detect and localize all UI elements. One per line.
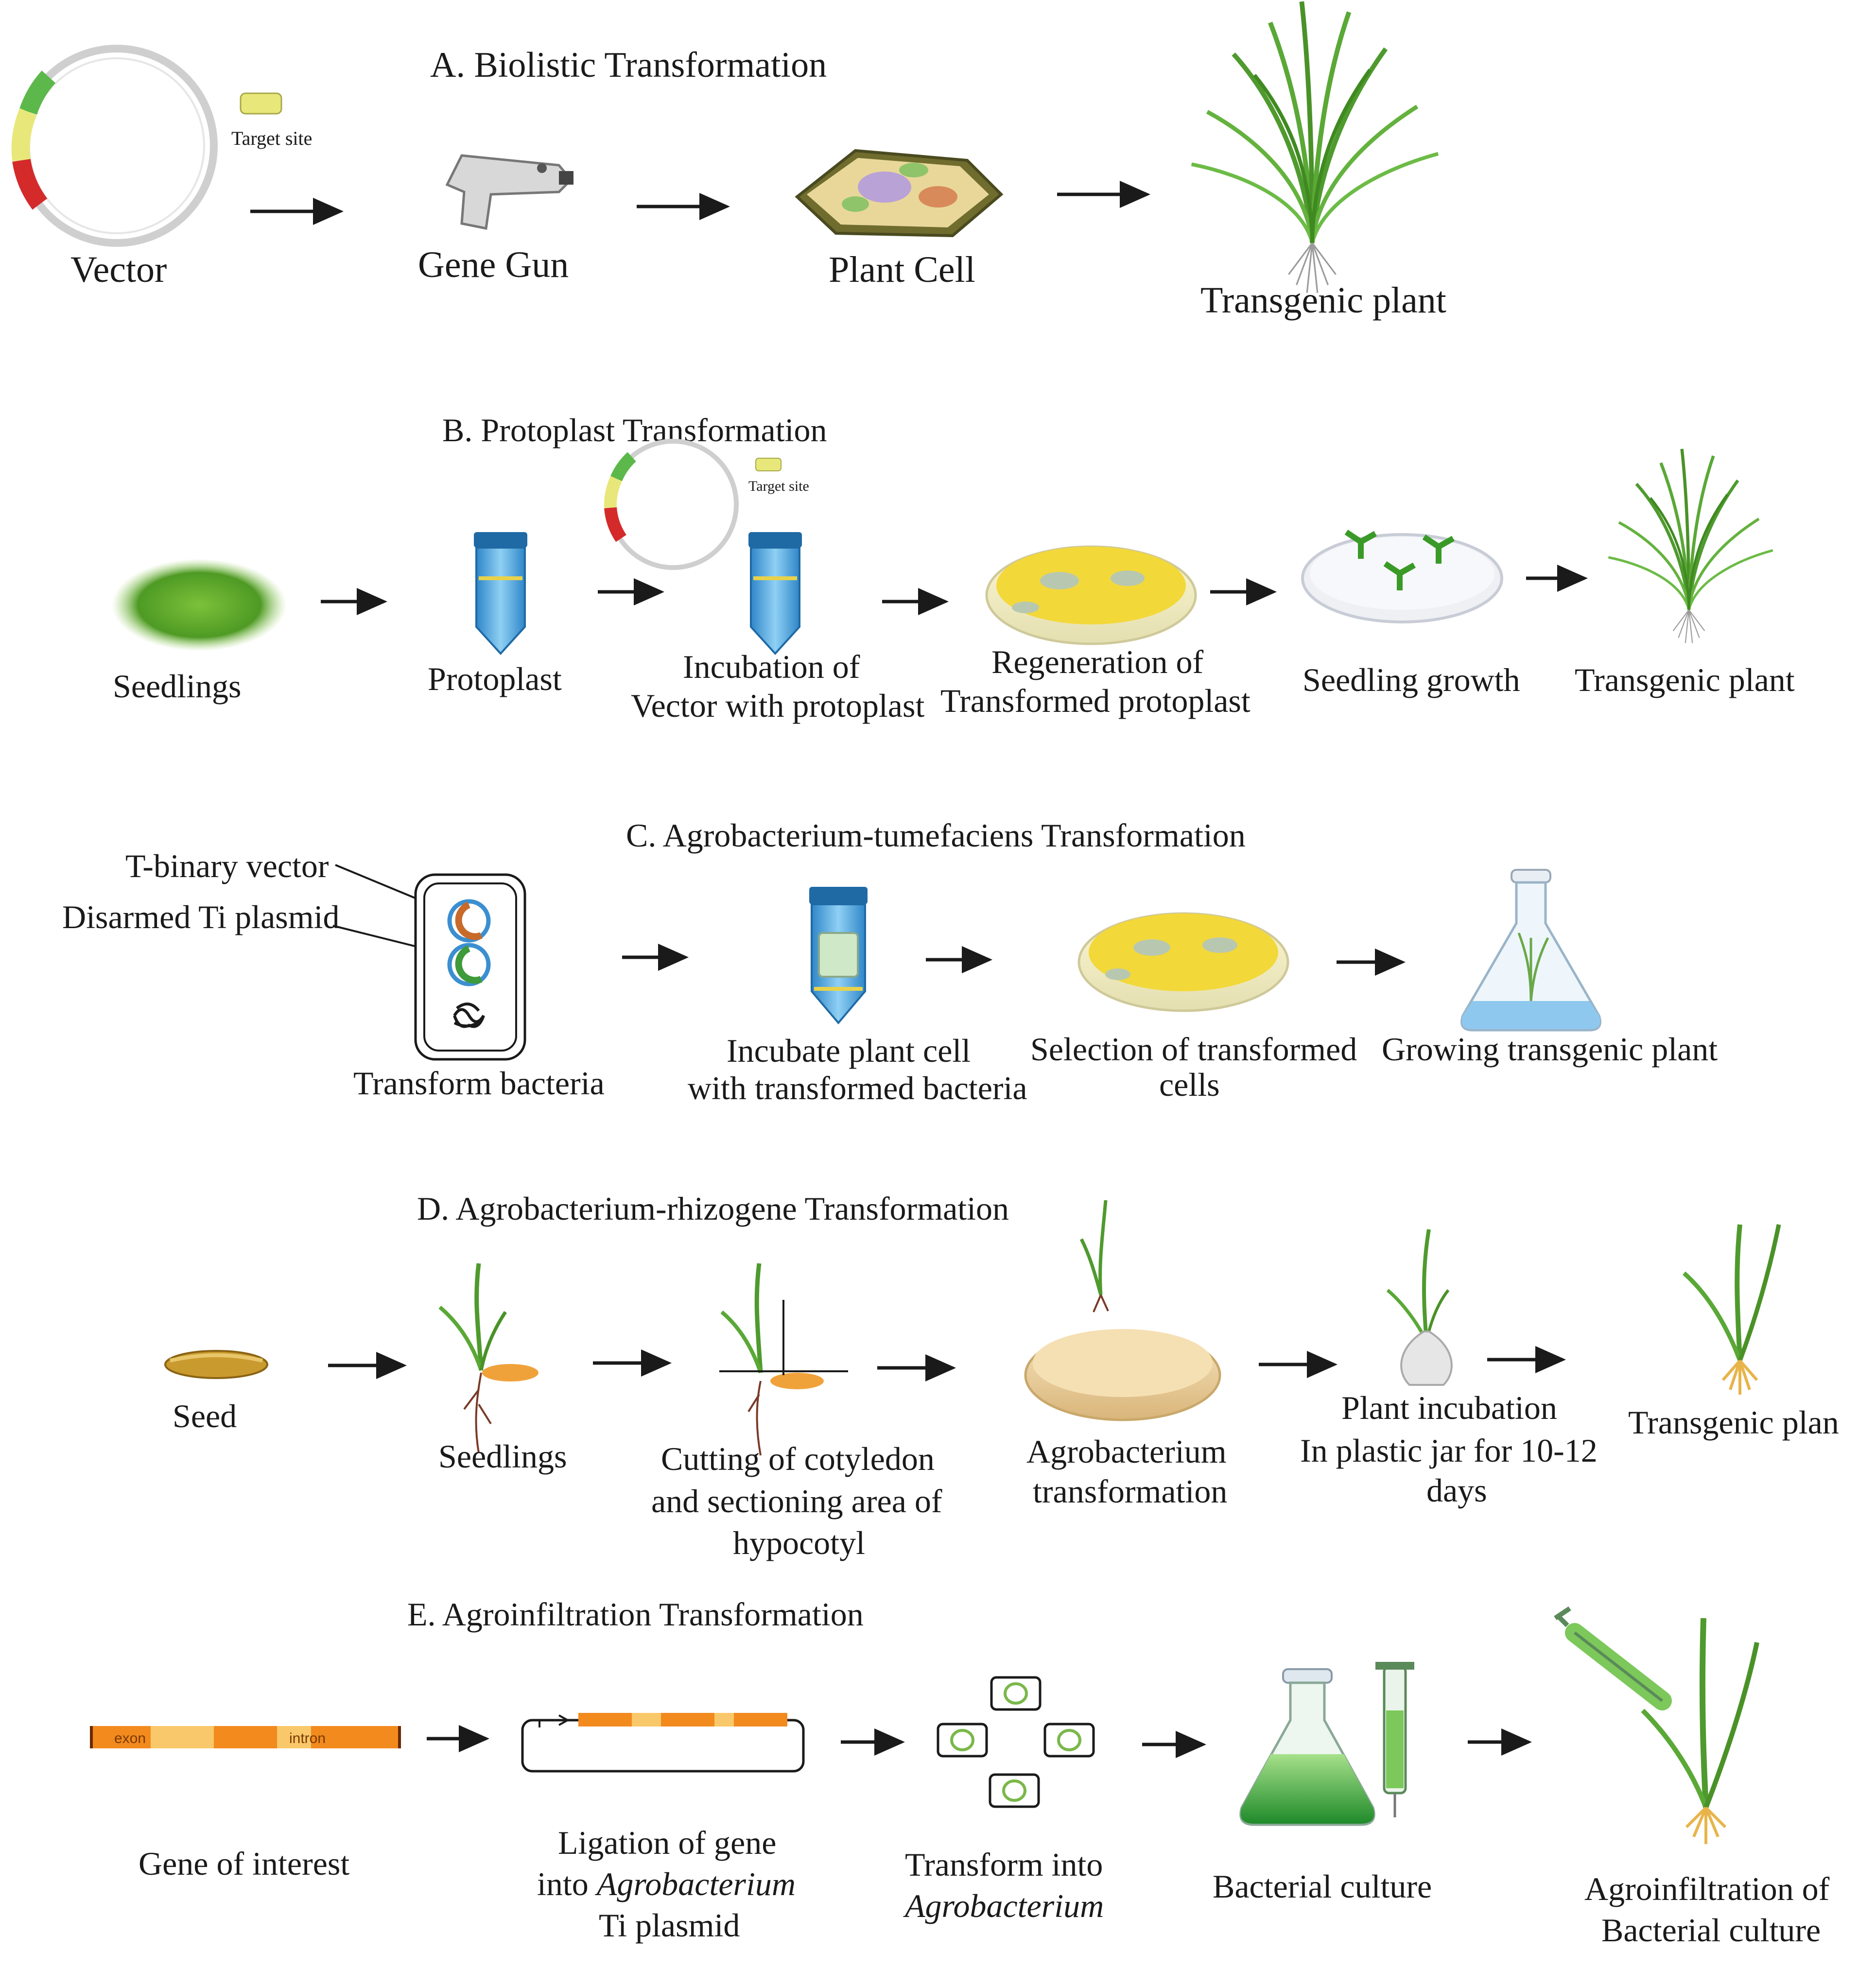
transgenic-plant-label-b: Transgenic plant <box>1575 661 1795 698</box>
selection-label-1: Selection of transformed <box>1030 1031 1357 1068</box>
transform-bacteria-label: Transform bacteria <box>353 1065 605 1102</box>
panel-c: C. Agrobacterium-tumefaciens Transformat… <box>62 817 1718 1106</box>
ligation-label-3: Ti plasmid <box>599 1907 740 1944</box>
incubation-d-label-2: In plastic jar for 10-12 <box>1300 1432 1598 1469</box>
target-site-small-icon <box>755 458 782 471</box>
cutting-seedling-icon <box>719 1263 848 1456</box>
vector-plasmid-small-icon <box>604 439 739 570</box>
agroinfiltration-label-2: Bacterial culture <box>1601 1912 1821 1949</box>
protoplast-label: Protoplast <box>428 660 562 697</box>
disarmed-ti-plasmid-label: Disarmed Ti plasmid <box>62 898 340 935</box>
growing-label: Growing transgenic plant <box>1382 1031 1718 1068</box>
incubate-label-1: Incubate plant cell <box>727 1032 971 1069</box>
gene-of-interest-bar <box>90 1726 401 1748</box>
cutting-label-1: Cutting of cotyledon <box>661 1440 935 1477</box>
seedling-root-icon <box>438 1263 538 1453</box>
panel-b-title: B. Protoplast Transformation <box>442 412 827 449</box>
growing-flask-icon <box>1460 869 1601 1032</box>
selection-label-2: cells <box>1159 1066 1220 1103</box>
vector-plasmid-icon <box>11 45 218 247</box>
ligation-label-1: Ligation of gene <box>558 1824 776 1861</box>
agroinfiltration-label-1: Agroinfiltration of <box>1584 1870 1830 1907</box>
petri-dish-yellow-icon <box>985 545 1197 645</box>
panel-d-title: D. Agrobacterium-rhizogene Transformatio… <box>417 1190 1009 1227</box>
seed-label: Seed <box>173 1398 237 1434</box>
bacterial-culture-label: Bacterial culture <box>1213 1868 1432 1905</box>
plant-cell-label: Plant Cell <box>829 249 975 290</box>
ti-plasmid-icon <box>521 1713 805 1773</box>
agroinfiltration-plant-icon <box>1554 1606 1759 1844</box>
seedling-dish-icon <box>1301 530 1503 623</box>
cutting-label-3: hypocotyl <box>733 1524 865 1561</box>
plant-cell-icon <box>795 149 1004 238</box>
vector-label: Vector <box>70 249 167 290</box>
transgenic-plan-label: Transgenic plan <box>1628 1404 1839 1441</box>
panel-a: A. Biolistic Transformation Vector Targe… <box>11 1 1446 321</box>
seed-icon <box>164 1350 268 1379</box>
incubation-tube-icon <box>748 532 802 655</box>
target-site-label: Target site <box>231 127 312 149</box>
panel-e-title: E. Agroinfiltration Transformation <box>407 1596 864 1633</box>
t-binary-vector-label: T-binary vector <box>125 847 329 884</box>
incubate-label-2: with transformed bacteria <box>688 1070 1027 1106</box>
bacterium-cell-icon <box>414 873 526 1061</box>
incubation-label-2: Vector with protoplast <box>631 687 924 724</box>
panel-c-title: C. Agrobacterium-tumefaciens Transformat… <box>626 817 1246 854</box>
agro-dish-icon <box>1024 1200 1221 1421</box>
cutting-label-2: and sectioning area of <box>651 1483 942 1519</box>
exon-label: exon <box>114 1730 146 1746</box>
panel-a-title: A. Biolistic Transformation <box>430 45 827 85</box>
transformed-bacteria-icon <box>937 1676 1095 1808</box>
transgenic-plant-icon-b <box>1608 449 1772 643</box>
target-site-icon <box>240 92 282 115</box>
regeneration-label-1: Regeneration of <box>991 643 1204 680</box>
gene-of-interest-label: Gene of interest <box>139 1845 349 1882</box>
agro-label-2: transformation <box>1033 1473 1227 1510</box>
transgenic-plant-icon <box>1192 1 1439 293</box>
transgenic-plant-icon-d <box>1683 1224 1781 1395</box>
panel-e: E. Agroinfiltration Transformation exon … <box>90 1596 1830 1949</box>
gene-gun-label: Gene Gun <box>418 244 569 285</box>
incubate-tube-icon <box>809 887 868 1025</box>
target-site-label-b: Target site <box>748 478 809 494</box>
seedlings-label-b: Seedlings <box>113 668 241 705</box>
agro-label-1: Agrobacterium <box>1026 1433 1227 1470</box>
gene-gun-icon <box>445 154 573 230</box>
panel-b: B. Protoplast Transformation Seedlings P… <box>112 412 1795 724</box>
intron-label: intron <box>289 1730 326 1746</box>
seedlings-grass-icon <box>112 559 287 651</box>
regeneration-label-2: Transformed protoplast <box>940 682 1251 719</box>
seedling-growth-label: Seedling growth <box>1303 661 1520 698</box>
incubation-label-1: Incubation of <box>683 648 860 685</box>
bacterial-culture-flask-icon <box>1239 1662 1414 1826</box>
ligation-label-2: into Agrobacterium <box>537 1865 796 1902</box>
plant-jar-icon <box>1386 1229 1453 1386</box>
incubation-d-label-1: Plant incubation <box>1341 1389 1557 1426</box>
selection-dish-icon <box>1077 912 1289 1012</box>
transgenic-plant-label-a: Transgenic plant <box>1200 280 1446 321</box>
seedlings-label-d: Seedlings <box>438 1438 567 1475</box>
transform-into-label-1: Transform into <box>905 1846 1103 1883</box>
incubation-d-label-3: days <box>1426 1472 1487 1509</box>
panel-d: D. Agrobacterium-rhizogene Transformatio… <box>164 1190 1839 1561</box>
transform-into-label-2: Agrobacterium <box>903 1887 1104 1924</box>
protoplast-tube-icon <box>474 532 527 655</box>
